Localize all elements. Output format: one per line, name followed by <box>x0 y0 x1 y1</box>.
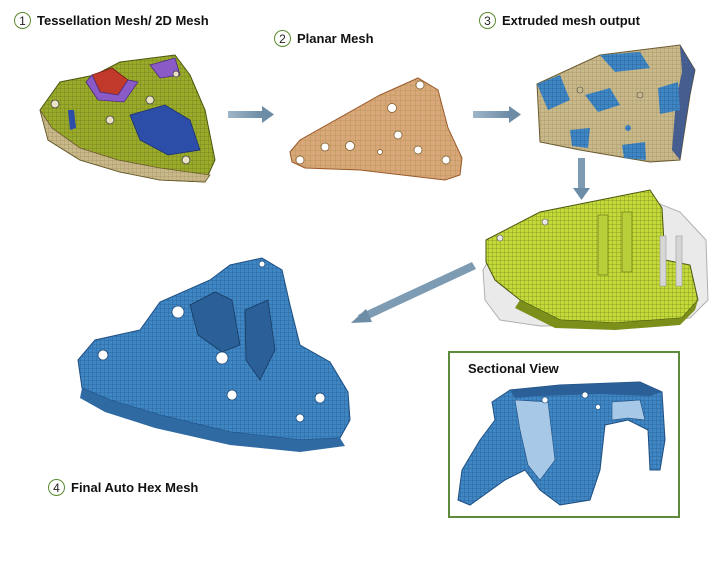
arrow-right-icon <box>228 106 274 123</box>
hex-filled-extrusion-model <box>482 189 709 330</box>
arrow-down-icon <box>573 158 590 200</box>
tessellation-mesh-model <box>39 54 216 183</box>
step-number-badge: 3 <box>479 12 496 29</box>
step-3-label: 3 Extruded mesh output <box>479 12 640 29</box>
arrow-right-icon <box>473 106 521 123</box>
sectional-view-box: Sectional View <box>448 351 680 518</box>
step-title: Extruded mesh output <box>502 13 640 28</box>
step-title: Final Auto Hex Mesh <box>71 480 199 495</box>
extruded-mesh-model <box>536 44 696 163</box>
final-hex-mesh-model <box>77 257 351 452</box>
step-4-label: 4 Final Auto Hex Mesh <box>48 479 198 496</box>
planar-mesh-model <box>289 77 463 181</box>
step-title: Planar Mesh <box>297 31 374 46</box>
step-1-label: 1 Tessellation Mesh/ 2D Mesh <box>14 12 209 29</box>
step-number-badge: 4 <box>48 479 65 496</box>
step-2-label: 2 Planar Mesh <box>274 30 374 47</box>
step-number-badge: 1 <box>14 12 31 29</box>
arrow-diagonal-icon <box>351 262 476 323</box>
sectional-view-model <box>457 381 666 506</box>
sectional-view-title: Sectional View <box>468 361 559 376</box>
step-title: Tessellation Mesh/ 2D Mesh <box>37 13 209 28</box>
step-number-badge: 2 <box>274 30 291 47</box>
